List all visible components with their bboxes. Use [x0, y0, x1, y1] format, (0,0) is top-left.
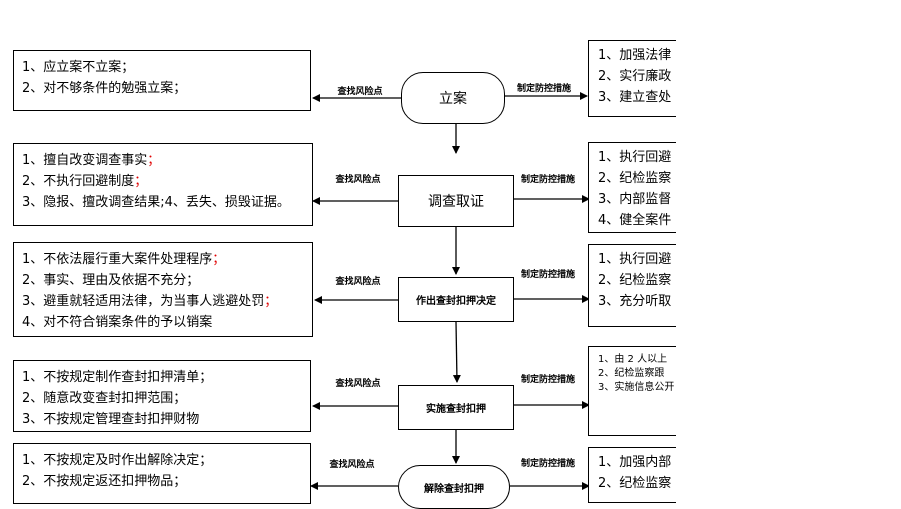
measure-label-3: 制定防控措施 [520, 270, 576, 280]
red-semicolon: ； [264, 294, 278, 309]
risk-label-5: 查找风险点 [329, 460, 375, 470]
measure-label-5: 制定防控措施 [520, 459, 576, 469]
measure-box-4: 1、由 2 人以上 2、纪检监察跟 3、实施信息公开 [588, 346, 676, 436]
measure-box-1: 1、加强法律 2、实行廉政 3、建立查处 [588, 40, 676, 117]
measure-line: 1、执行回避 [598, 252, 672, 267]
node-label: 调查取证 [428, 194, 484, 210]
measure-box-3: 1、执行回避 2、纪检监察 3、充分听取 [588, 244, 676, 327]
measure-box-5: 1、加强内部 2、纪检监察 [588, 447, 676, 503]
risk-label-2: 查找风险点 [335, 175, 381, 185]
risk-line: 2、事实、理由及依据不充分； [22, 273, 200, 288]
node-file-case: 立案 [401, 72, 505, 124]
risk-label-3: 查找风险点 [335, 277, 381, 287]
risk-box-2: 1、擅自改变调查事实； 2、不执行回避制度； 3、隐报、擅改调查结果;4、丢失、… [13, 143, 313, 226]
risk-line: 1、应立案不立案； [22, 60, 135, 75]
risk-line: 2、随意改变查封扣押范围； [22, 391, 187, 406]
measure-line: 3、实施信息公开 [598, 382, 675, 393]
node-label: 解除查封扣押 [424, 483, 484, 495]
red-semicolon: ； [147, 153, 161, 168]
flow-arrow-3 [452, 321, 461, 383]
measure-line: 1、执行回避 [598, 150, 672, 165]
risk-line: 2、不执行回避制度； [22, 174, 148, 189]
node-label: 立案 [439, 91, 467, 107]
risk-line: 3、避重就轻适用法律，为当事人逃避处罚； [22, 294, 278, 309]
measure-line: 1、加强法律 [598, 48, 672, 63]
red-semicolon: ； [212, 252, 226, 267]
measure-line: 1、由 2 人以上 [598, 354, 668, 365]
measure-line: 2、纪检监察 [598, 476, 672, 491]
measure-line: 2、纪检监察 [598, 171, 672, 186]
measure-line: 2、纪检监察跟 [598, 368, 665, 379]
node-label: 实施查封扣押 [426, 404, 486, 415]
risk-line: 3、不按规定管理查封扣押财物 [22, 412, 200, 427]
measure-line: 1、加强内部 [598, 455, 672, 470]
measure-line: 2、纪检监察 [598, 273, 672, 288]
node-seizure-execution: 实施查封扣押 [398, 385, 514, 430]
risk-box-4: 1、不按规定制作查封扣押清单； 2、随意改变查封扣押范围； 3、不按规定管理查封… [13, 360, 311, 432]
measure-line: 3、建立查处 [598, 90, 672, 105]
risk-line: 1、不依法履行重大案件处理程序； [22, 252, 226, 267]
measure-line: 3、充分听取 [598, 294, 672, 309]
node-seizure-decision: 作出查封扣押决定 [398, 277, 514, 322]
risk-line: 2、对不够条件的勉强立案； [22, 81, 187, 96]
red-semicolon: ； [134, 174, 148, 189]
measure-box-2: 1、执行回避 2、纪检监察 3、内部监督 4、健全案件 [588, 142, 676, 233]
risk-label-4: 查找风险点 [335, 379, 381, 389]
measure-label-4: 制定防控措施 [520, 375, 576, 385]
risk-label-1: 查找风险点 [337, 87, 383, 97]
measure-label-1: 制定防控措施 [516, 84, 572, 94]
risk-line: 4、对不符合销案条件的予以销案 [22, 315, 213, 330]
risk-box-3: 1、不依法履行重大案件处理程序； 2、事实、理由及依据不充分； 3、避重就轻适用… [13, 242, 313, 337]
risk-line: 1、不按规定及时作出解除决定； [22, 453, 213, 468]
measure-label-2: 制定防控措施 [520, 175, 576, 185]
risk-box-1: 1、应立案不立案； 2、对不够条件的勉强立案； [13, 50, 311, 111]
risk-line: 1、擅自改变调查事实； [22, 153, 161, 168]
risk-line: 1、不按规定制作查封扣押清单； [22, 370, 213, 385]
measure-line: 3、内部监督 [598, 192, 672, 207]
node-investigation: 调查取证 [398, 175, 514, 227]
risk-line: 3、隐报、擅改调查结果;4、丢失、损毁证据。 [22, 195, 290, 210]
risk-line: 2、不按规定返还扣押物品； [22, 474, 187, 489]
measure-line: 2、实行廉政 [598, 69, 672, 84]
node-seizure-release: 解除查封扣押 [398, 465, 510, 509]
risk-box-5: 1、不按规定及时作出解除决定； 2、不按规定返还扣押物品； [13, 443, 311, 504]
node-label: 作出查封扣押决定 [416, 296, 496, 307]
measure-line: 4、健全案件 [598, 213, 672, 228]
